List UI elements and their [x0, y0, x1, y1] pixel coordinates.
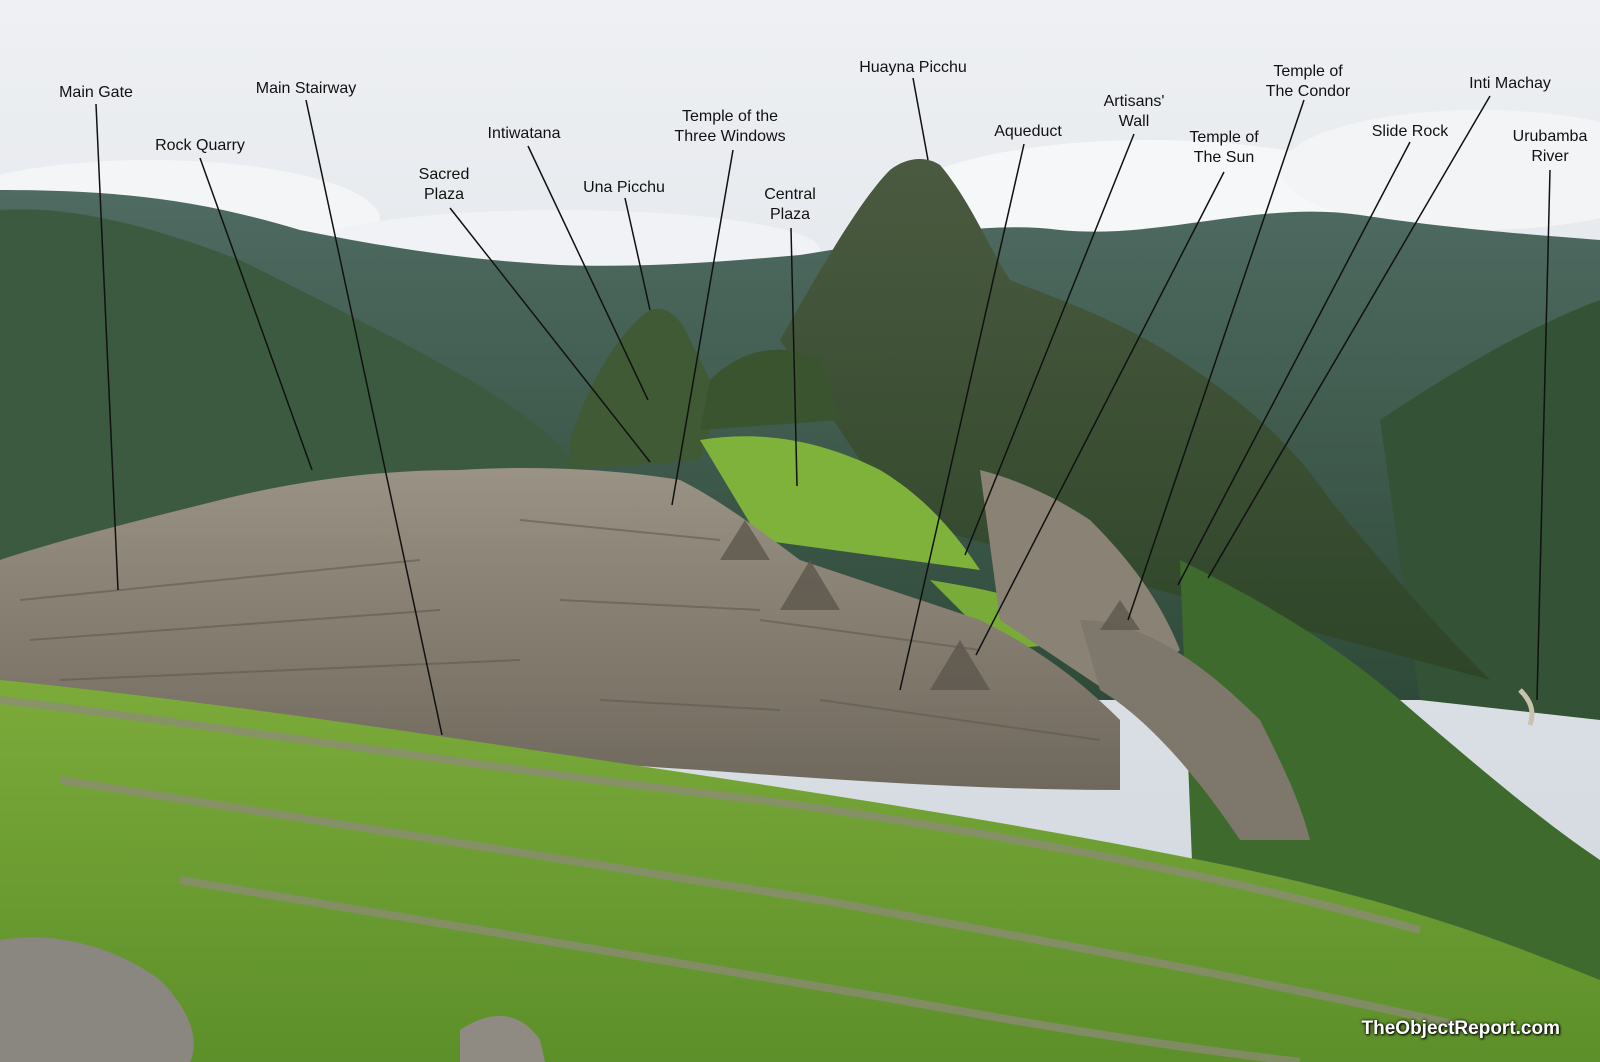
label-temple-three-windows: Temple of the Three Windows: [674, 107, 785, 147]
label-sacred-plaza: Sacred Plaza: [419, 165, 470, 205]
label-text: Temple of: [1189, 129, 1259, 146]
label-text: The Condor: [1265, 83, 1351, 100]
label-text: Three Windows: [674, 128, 786, 145]
label-una-picchu: Una Picchu: [583, 178, 665, 198]
label-text: River: [1531, 148, 1569, 165]
label-text: Main Gate: [59, 84, 133, 101]
label-urubamba-river: Urubamba River: [1513, 127, 1588, 167]
label-rock-quarry: Rock Quarry: [155, 136, 245, 156]
label-text: Rock Quarry: [155, 137, 245, 154]
label-text: Sacred: [418, 166, 470, 183]
label-text: Artisans': [1103, 93, 1165, 110]
label-text: Aqueduct: [994, 123, 1062, 140]
label-aqueduct: Aqueduct: [994, 122, 1062, 142]
label-text: Urubamba: [1512, 128, 1588, 145]
label-main-gate: Main Gate: [59, 83, 133, 103]
label-text: Main Stairway: [255, 80, 357, 97]
watermark-credit: TheObjectReport.com: [1361, 1018, 1560, 1039]
label-text: Central: [764, 186, 816, 203]
label-text: Temple of the: [681, 108, 779, 125]
label-text: The Sun: [1193, 149, 1255, 166]
label-intiwatana: Intiwatana: [488, 124, 561, 144]
label-text: Wall: [1118, 113, 1150, 130]
label-text: Una Picchu: [583, 179, 665, 196]
label-text: Intiwatana: [487, 125, 561, 142]
label-text: Plaza: [423, 186, 465, 203]
label-temple-sun: Temple of The Sun: [1189, 128, 1258, 168]
label-text: Temple of: [1273, 63, 1343, 80]
label-text: Slide Rock: [1371, 123, 1449, 140]
label-text: Huayna Picchu: [859, 59, 967, 76]
label-huayna-picchu: Huayna Picchu: [859, 58, 967, 78]
label-artisans-wall: Artisans' Wall: [1104, 92, 1165, 132]
label-text: Plaza: [769, 206, 811, 223]
label-main-stairway: Main Stairway: [256, 79, 356, 99]
label-central-plaza: Central Plaza: [764, 185, 816, 225]
label-text: Inti Machay: [1469, 75, 1551, 92]
label-inti-machay: Inti Machay: [1469, 74, 1551, 94]
label-temple-condor: Temple of The Condor: [1266, 62, 1351, 102]
label-slide-rock: Slide Rock: [1372, 122, 1448, 142]
